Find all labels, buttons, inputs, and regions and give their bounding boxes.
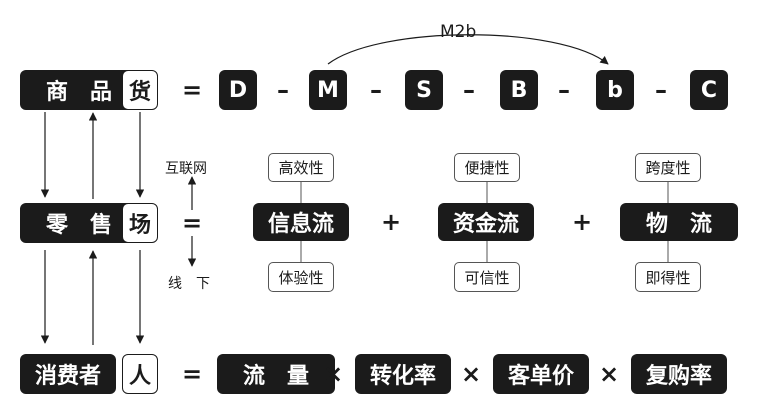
dash-2: – (370, 76, 382, 104)
dash-5: – (655, 76, 667, 104)
money-flow-bottom-tag: 可信性 (454, 262, 520, 292)
chain-b: b (596, 70, 634, 110)
times-1: × (322, 360, 344, 388)
info-flow-top-tag: 高效性 (268, 153, 334, 182)
factor-order-value: 客单价 (493, 354, 589, 394)
factor-traffic: 流量 (217, 354, 335, 394)
goods-box: 货 (122, 70, 158, 110)
times-2: × (460, 360, 482, 388)
chain-S: S (405, 70, 443, 110)
consumer-label: 消费者 (20, 354, 116, 394)
offline-label: 线下 (168, 276, 224, 292)
money-flow-top-tag: 便捷性 (454, 153, 520, 182)
times-3: × (598, 360, 620, 388)
m2b-arc (327, 34, 609, 65)
info-flow-bottom-tag: 体验性 (268, 262, 334, 292)
retail-label: 零售 (20, 203, 138, 243)
row1-equals: = (181, 76, 203, 104)
logistics-top-tag: 跨度性 (635, 153, 701, 182)
logistics-bottom-tag: 即得性 (635, 262, 701, 292)
chain-B: B (500, 70, 538, 110)
online-label: 互联网 (165, 161, 207, 177)
money-flow: 资金流 (438, 203, 534, 241)
dash-3: – (463, 76, 475, 104)
chain-C: C (690, 70, 728, 110)
logistics-flow: 物流 (620, 203, 738, 241)
place-box: 场 (122, 203, 158, 243)
m2b-label: M2b (440, 22, 477, 42)
plus-2: + (571, 208, 593, 236)
dash-1: – (277, 76, 289, 104)
factor-conversion: 转化率 (355, 354, 451, 394)
plus-1: + (380, 208, 402, 236)
row2-equals: = (181, 209, 203, 237)
goods-label: 商品 (20, 70, 138, 110)
person-box: 人 (122, 354, 158, 394)
info-flow: 信息流 (253, 203, 349, 241)
row3-equals: = (181, 360, 203, 388)
factor-repurchase: 复购率 (631, 354, 727, 394)
chain-D: D (219, 70, 257, 110)
chain-M: M (309, 70, 347, 110)
dash-4: – (558, 76, 570, 104)
